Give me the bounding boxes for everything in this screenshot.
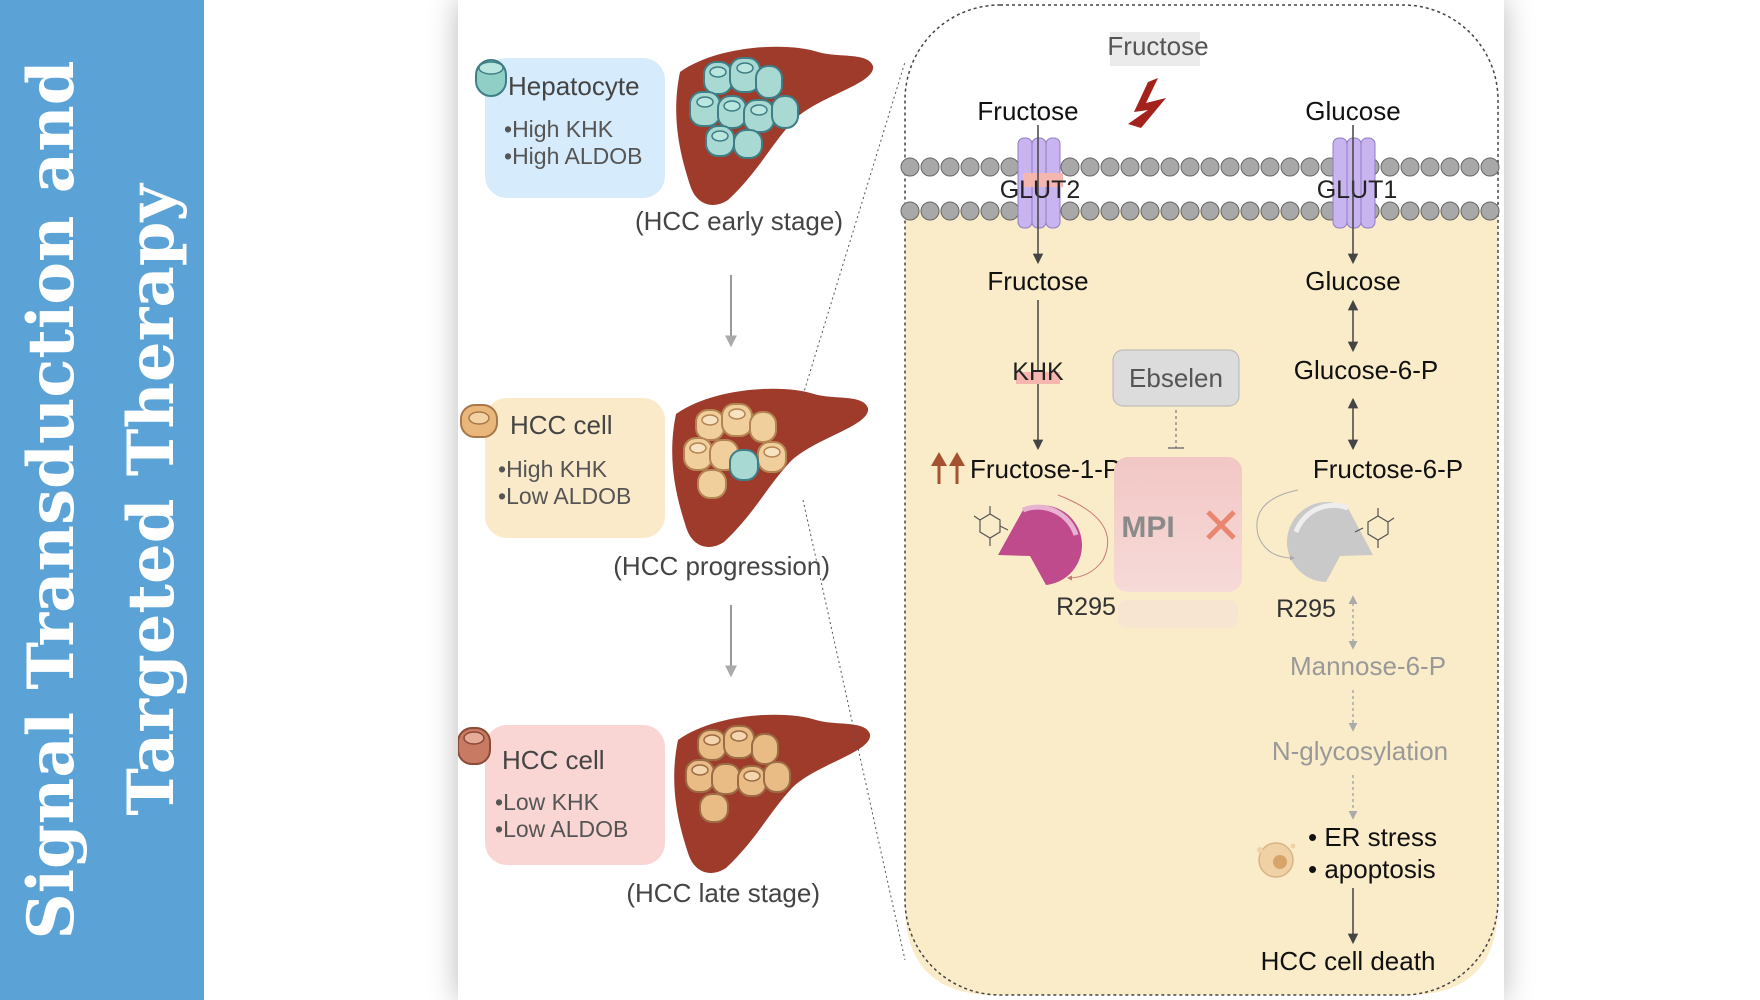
liver-late-stage-illustration <box>674 714 871 873</box>
f1p-binding-arrow <box>1057 494 1109 581</box>
hcc-cell-icon-progression <box>460 404 498 438</box>
n-glycosylation-label: N-glycosylation <box>1272 736 1448 766</box>
intracellular-glucose-label: Glucose <box>1305 266 1400 296</box>
liver-early-stage-illustration <box>676 46 874 205</box>
stage3-marker1: •Low KHK <box>495 789 600 815</box>
hcc-cell-death-label: HCC cell death <box>1261 946 1436 976</box>
pathway-figure: Hepatocyte •High KHK •High ALDOB (HCC ea… <box>458 4 1500 996</box>
mpi-label: MPI <box>1121 511 1174 544</box>
khk-label: KHK <box>1012 358 1064 386</box>
dietary-fructose-label: Fructose <box>1107 31 1208 61</box>
f6p-binding-arrow <box>1256 489 1299 561</box>
stage2-marker1: •High KHK <box>498 456 608 482</box>
ebselen-box <box>1112 349 1240 407</box>
ebselen-label: Ebselen <box>1129 363 1223 393</box>
intracellular-fructose-label: Fructose <box>987 266 1088 296</box>
lightning-icon <box>1128 78 1166 128</box>
extracellular-glucose-label: Glucose <box>1305 96 1400 126</box>
stage2-cell-label: HCC cell <box>510 410 613 440</box>
glucose-6-p-label: Glucose-6-P <box>1294 355 1439 385</box>
glut2-label: GLUT2 <box>1000 176 1081 204</box>
stage3-caption: (HCC late stage) <box>626 878 820 908</box>
stage1-marker2: •High ALDOB <box>504 143 642 169</box>
glut1-transporter <box>1332 137 1376 229</box>
fructose-1-p-label: Fructose-1-P <box>970 454 1120 484</box>
r295-right-label: R295 <box>1276 595 1336 623</box>
apoptosis-label: • apoptosis <box>1308 854 1436 884</box>
liver-progression-illustration <box>672 388 869 547</box>
increase-arrows-icon <box>931 452 965 484</box>
mannose-6-p-label: Mannose-6-P <box>1290 651 1446 681</box>
stage1-caption: (HCC early stage) <box>635 206 843 236</box>
journal-banner: Signal Transduction and Targeted Therapy <box>0 0 204 1000</box>
journal-title-line1: Signal Transduction and <box>14 60 89 940</box>
apoptotic-cell-icon <box>1257 842 1296 878</box>
mpi-fructose-1-p-complex <box>973 504 1082 585</box>
hcc-late-stage-card <box>485 725 665 865</box>
figure-panel: Hepatocyte •High KHK •High ALDOB (HCC ea… <box>458 0 1504 1000</box>
fructose-6-p-label: Fructose-6-P <box>1313 454 1463 484</box>
r295-left-label: R295 <box>1056 593 1116 621</box>
er-stress-label: • ER stress <box>1308 822 1437 852</box>
extracellular-fructose-label: Fructose <box>977 96 1078 126</box>
mpi-fructose-6-p-complex <box>1286 502 1395 582</box>
hcc-cell-icon-late <box>458 727 491 765</box>
stage2-marker2: •Low ALDOB <box>498 483 631 509</box>
stage3-marker2: •Low ALDOB <box>495 816 628 842</box>
mpi-enzyme-box <box>1114 457 1242 592</box>
hcc-progression-card <box>485 398 665 538</box>
mpi-blocked-icon <box>1206 510 1236 540</box>
stage1-marker1: •High KHK <box>504 116 614 142</box>
journal-title: Signal Transduction and Targeted Therapy <box>2 0 202 1000</box>
glut1-label: GLUT1 <box>1317 176 1398 204</box>
zoom-line-top <box>802 61 906 396</box>
stage3-cell-label: HCC cell <box>502 745 605 775</box>
stage2-caption: (HCC progression) <box>613 551 830 581</box>
stage1-cell-label: Hepatocyte <box>508 71 640 101</box>
hepatocyte-cell-icon <box>475 59 507 97</box>
hepatocyte-card <box>485 58 665 198</box>
journal-title-line2: Targeted Therapy <box>114 184 189 816</box>
zoom-line-bottom <box>802 499 906 961</box>
